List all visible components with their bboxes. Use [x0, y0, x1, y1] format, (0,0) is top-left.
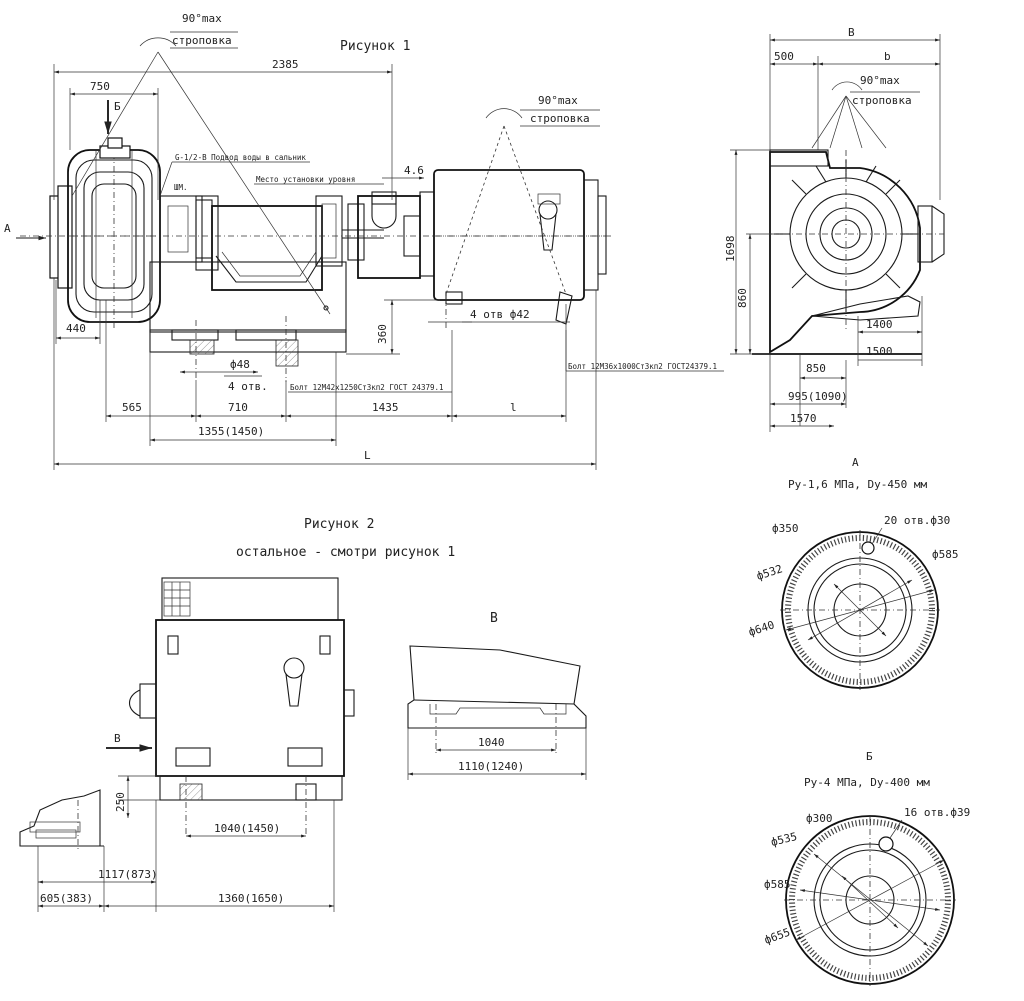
- flange-b-subtitle: Ру-4 МПа, Dу-400 мм: [804, 776, 930, 789]
- flange-a-title: А: [852, 456, 859, 469]
- fig1-view-b-label: Б: [114, 100, 121, 113]
- dim-605: 605(383): [40, 892, 93, 905]
- flange-b-holes: 16 отв.ф39: [904, 806, 970, 819]
- side-sling-angle: 90°max: [860, 74, 900, 87]
- side-view: B 500 b 90°max строповка: [724, 26, 945, 432]
- flange-b-d300: ф300: [806, 812, 833, 825]
- dim-B: B: [848, 26, 855, 39]
- sling-2-label: строповка: [530, 112, 590, 125]
- figure-1-front-view: Рисунок 1: [4, 12, 724, 470]
- dim-500: 500: [774, 50, 794, 63]
- note-water-supply: G-1/2-B Подвод воды в сальник: [175, 153, 306, 162]
- dim-4-holes: 4 отв.: [228, 380, 268, 393]
- fig2-view-b-label: В: [114, 732, 121, 745]
- dim-1355: 1355(1450): [198, 425, 264, 438]
- view-v-base-outline: [407, 645, 587, 729]
- dim-565: 565: [122, 401, 142, 414]
- pump-bearing-housing: [159, 195, 213, 263]
- dim-360: 360: [376, 324, 389, 344]
- dim-l-small: l: [510, 401, 517, 414]
- pump-volute: [67, 137, 161, 330]
- flange-a-d585: ф585: [932, 548, 959, 561]
- sling-2-angle: 90°max: [538, 94, 578, 107]
- flange-a-d532: ф532: [755, 562, 784, 583]
- dim-440: 440: [66, 322, 86, 335]
- flange-a-subtitle: Ру-1,6 МПа, Dу-450 мм: [788, 478, 927, 491]
- side-pump-casing: [769, 151, 921, 354]
- base-frame: [149, 261, 347, 382]
- dim-750: 750: [90, 80, 110, 93]
- fig2-subtitle: остальное - смотри рисунок 1: [236, 545, 455, 560]
- note-level-place: Место установки уровня: [256, 175, 355, 184]
- dim-d48: ф48: [230, 358, 250, 371]
- fig2-title: Рисунок 2: [304, 517, 374, 532]
- sling-1-angle: 90°max: [182, 12, 222, 25]
- view-v-dim-1110: 1110(1240): [458, 760, 524, 773]
- figure-2: Рисунок 2 остальное - смотри рисунок 1 В: [19, 517, 455, 912]
- sling-1-label: строповка: [172, 34, 232, 47]
- fig2-dim-1040: 1040(1450): [214, 822, 280, 835]
- view-v-title: В: [490, 611, 498, 626]
- bolt-note-2: Болт 12М36х1000Ст3кп2 ГОСТ24379.1: [568, 362, 717, 371]
- gearbox: [195, 195, 384, 311]
- dim-850: 850: [806, 362, 826, 375]
- view-v-dim-1040: 1040: [478, 736, 505, 749]
- electric-motor: [419, 169, 607, 325]
- flange-a-d640: ф640: [747, 618, 776, 639]
- dim-1360: 1360(1650): [218, 892, 284, 905]
- flange-b-title: Б: [866, 750, 873, 763]
- note-water-pointer: [159, 161, 173, 197]
- dim-4-holes-d42: 4 отв ф42: [470, 308, 530, 321]
- dim-1400: 1400: [866, 318, 893, 331]
- flange-b-d585: ф585: [764, 878, 791, 891]
- dim-L: L: [364, 449, 371, 462]
- side-sling-label: строповка: [852, 94, 912, 107]
- sling-1: 90°max строповка: [71, 12, 331, 315]
- note-shm: ШМ.: [174, 183, 188, 192]
- fig1-view-a-label: А: [4, 222, 11, 235]
- flange-b-d535: ф535: [770, 830, 799, 849]
- dim-1435: 1435: [372, 401, 399, 414]
- dim-995: 995(1090): [788, 390, 848, 403]
- dim-1570: 1570: [790, 412, 817, 425]
- dim-1500: 1500: [866, 345, 893, 358]
- fig2-pump-base-partial: [19, 789, 101, 847]
- coupling: [347, 191, 421, 279]
- dim-1698: 1698: [724, 236, 737, 263]
- dim-1117: 1117(873): [98, 868, 158, 881]
- flange-a-d350: ф350: [772, 522, 799, 535]
- flange-a-holes: 20 отв.ф30: [884, 514, 950, 527]
- fig1-title: Рисунок 1: [340, 39, 410, 54]
- view-v: В 1040 1110(1240): [407, 611, 587, 780]
- dim-b: b: [884, 50, 891, 63]
- flange-a-view: А Ру-1,6 МПа, Dу-450 мм 20 отв.ф30 ф350 …: [747, 456, 959, 690]
- sling-2: 90°max строповка: [445, 94, 600, 295]
- fig2-motor-body: [155, 619, 345, 777]
- bolt-note-1: Болт 12М42х1250Ст3кп2 ГОСТ 24379.1: [290, 383, 444, 392]
- flange-b-d655: ф655: [763, 926, 792, 947]
- dim-2385: 2385: [272, 58, 299, 71]
- dim-710: 710: [228, 401, 248, 414]
- dim-860: 860: [736, 288, 749, 308]
- inlet-flange-hub: [57, 185, 73, 289]
- fig2-terminal-grid: [163, 581, 191, 617]
- dim-4-6: 4.6: [404, 164, 424, 177]
- fig2-base: [159, 775, 343, 801]
- dim-250: 250: [114, 792, 127, 812]
- flange-b-view: Б Ру-4 МПа, Dу-400 мм 16 отв.ф39 ф300 ф5…: [763, 750, 970, 986]
